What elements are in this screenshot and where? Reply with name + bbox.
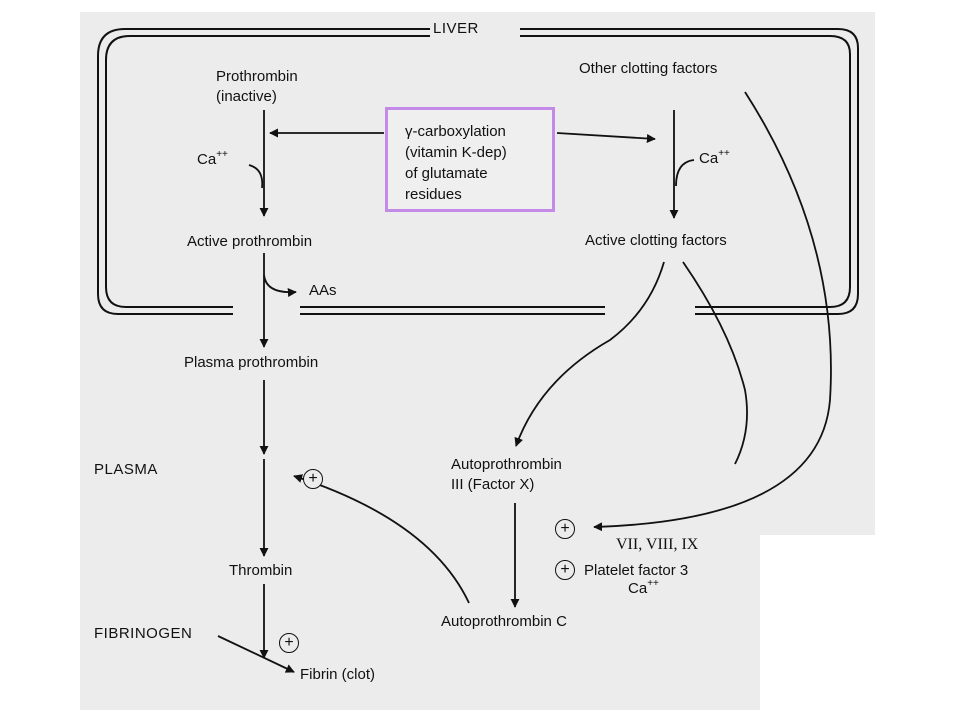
plasma-region-label: PLASMA xyxy=(94,461,158,478)
factors-vii-viii-ix-label: VII, VIII, IX xyxy=(616,536,699,553)
fibrin-clot-label: Fibrin (clot) xyxy=(300,666,376,683)
autoprothrombin-iii-label: Autoprothrombin III (Factor X) xyxy=(451,456,562,493)
liver-border xyxy=(97,28,859,315)
calcium-label-right: Ca++ xyxy=(699,149,730,169)
curve-other-factors-to-vii xyxy=(593,91,832,532)
autoprothrombin-c-label: Autoprothrombin C xyxy=(441,613,567,630)
liver-border-outer xyxy=(97,28,859,315)
calcium-charge: ++ xyxy=(718,148,730,159)
active-prothrombin-label: Active prothrombin xyxy=(187,233,313,250)
fibrinogen-label: FIBRINOGEN xyxy=(94,625,193,642)
prothrombin-inactive-label: Prothrombin (inactive) xyxy=(216,68,298,105)
gamma-carboxylation-note: γ-carboxylation (vitamin K-dep) of gluta… xyxy=(405,123,507,203)
arrow-autoprothrombin-c-to-thrombin xyxy=(293,474,470,604)
platelet-factor-3-label: Platelet factor 3 xyxy=(584,562,689,579)
gamma-carboxylation-highlight-box xyxy=(385,107,555,212)
calcium-label-platelet: Ca++ xyxy=(628,579,659,599)
plasma-prothrombin-label: Plasma prothrombin xyxy=(184,354,319,371)
curve-to-autoprothrombin-iii xyxy=(514,261,665,447)
arrow-to-aas xyxy=(263,274,297,298)
calcium-hook-left xyxy=(248,164,264,189)
aas-label: AAs xyxy=(309,282,337,299)
calcium-hook-right xyxy=(675,159,695,187)
calcium-ion: Ca xyxy=(197,151,217,168)
plus-sign-factors: + xyxy=(555,519,575,539)
plus-sign-platelet: + xyxy=(555,560,575,580)
white-corner xyxy=(760,535,960,720)
curve-active-factors-down xyxy=(682,261,748,465)
calcium-charge: ++ xyxy=(647,578,659,589)
calcium-label-left: Ca++ xyxy=(197,150,228,170)
liver-border-inner xyxy=(105,35,851,308)
calcium-charge: ++ xyxy=(216,149,228,160)
calcium-ion: Ca xyxy=(628,580,648,597)
arrow-fibrinogen-to-fibrin xyxy=(217,635,295,673)
other-clotting-factors-label: Other clotting factors xyxy=(579,60,718,77)
thrombin-label: Thrombin xyxy=(229,562,293,579)
calcium-ion: Ca xyxy=(699,150,719,167)
arrow-note-to-clotting-column xyxy=(556,132,656,143)
liver-label: LIVER xyxy=(433,20,479,37)
plus-sign-thrombin-feedback: + xyxy=(303,469,323,489)
active-clotting-factors-label: Active clotting factors xyxy=(585,232,727,249)
plus-sign-fibrin: + xyxy=(279,633,299,653)
